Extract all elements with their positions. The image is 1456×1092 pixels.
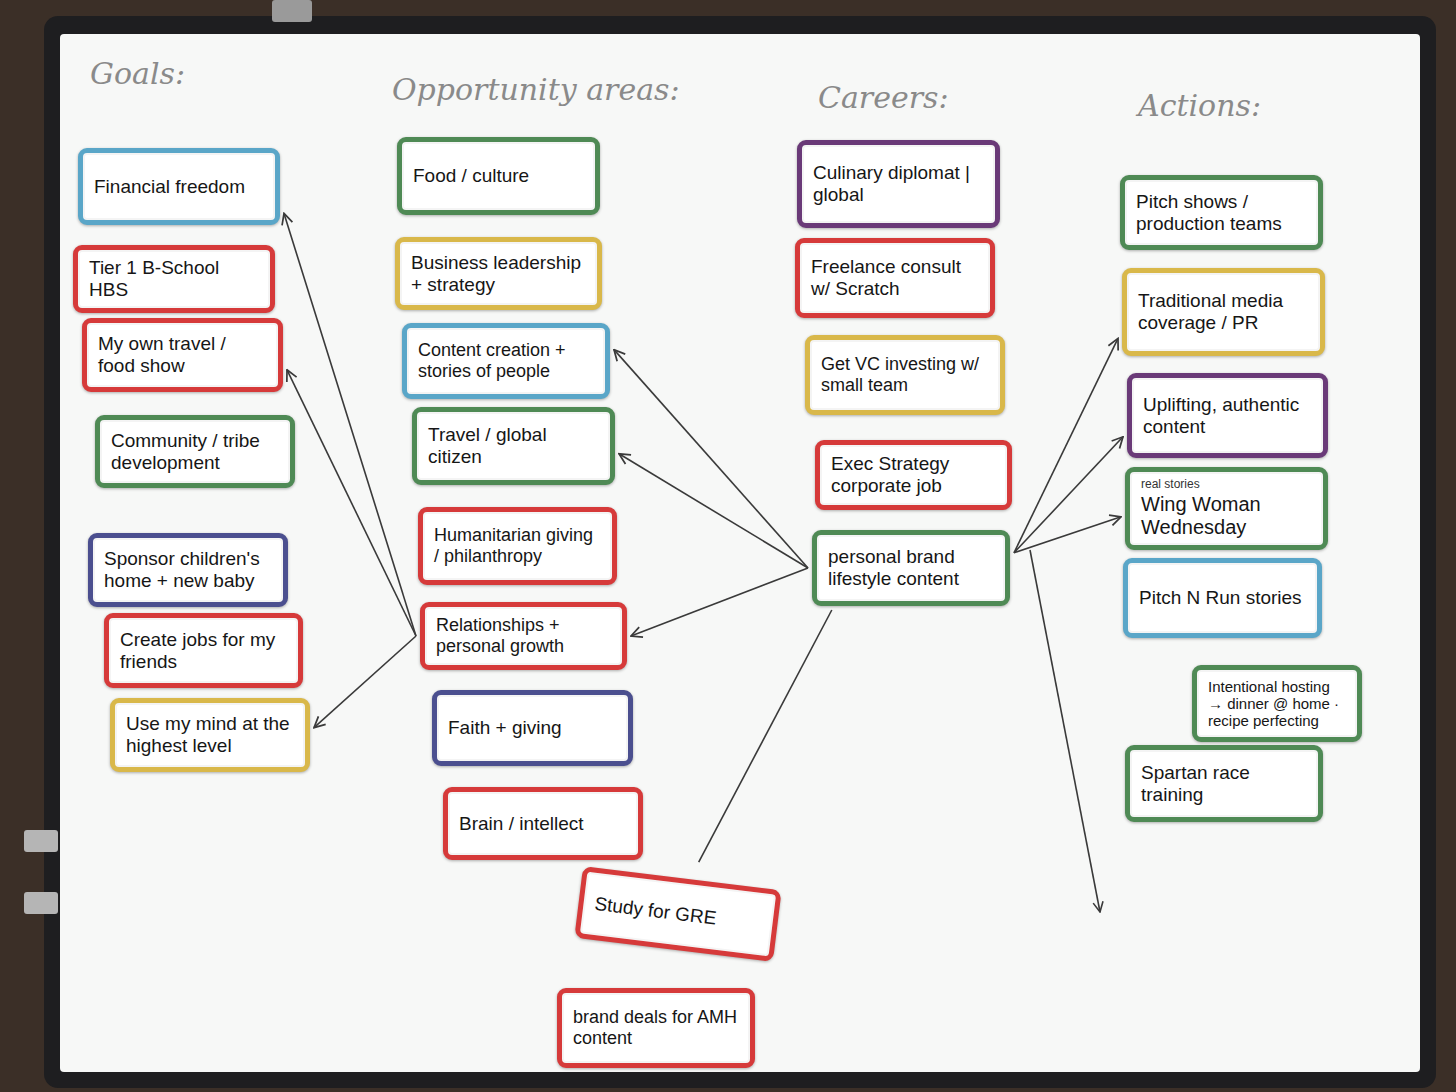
marker-arrow	[1014, 338, 1118, 552]
label-text: Uplifting, authentic content	[1143, 394, 1312, 438]
magnet-label: Faith + giving	[432, 690, 633, 766]
magnet-label: Brain / intellect	[443, 787, 643, 860]
magnet-label: brand deals for AMH content	[557, 988, 755, 1068]
magnet-label: Sponsor children's home + new baby	[88, 533, 288, 607]
magnet-label: Community / tribe development	[95, 415, 295, 488]
magnet-label: My own travel / food show	[82, 318, 283, 392]
label-text: brand deals for AMH content	[573, 1007, 739, 1048]
label-text: Financial freedom	[94, 176, 264, 198]
label-text: Freelance consult w/ Scratch	[811, 256, 979, 300]
label-text: Community / tribe development	[111, 430, 279, 474]
label-text: personal brand lifestyle content	[828, 546, 994, 590]
label-text: Tier 1 B-School HBS	[89, 257, 259, 301]
label-text: Content creation + stories of people	[418, 340, 594, 381]
label-text: Faith + giving	[448, 717, 617, 739]
label-text: My own travel / food show	[98, 333, 267, 377]
magnet-label: Use my mind at the highest level	[110, 698, 310, 772]
label-text: Exec Strategy corporate job	[831, 453, 996, 497]
magnet-label: Travel / global citizen	[412, 407, 615, 485]
magnet-label: Financial freedom	[78, 148, 280, 225]
magnet-label: Intentional hosting → dinner @ home · re…	[1192, 665, 1362, 742]
magnet-label: Tier 1 B-School HBS	[73, 245, 275, 313]
label-text: Business leadership + strategy	[411, 252, 586, 296]
binder-clip	[24, 892, 58, 914]
label-text: Pitch shows / production teams	[1136, 191, 1307, 235]
marker-arrow	[314, 636, 416, 728]
label-text: Brain / intellect	[459, 813, 627, 835]
magnet-label: Relationships + personal growth	[420, 602, 627, 670]
marker-arrow	[619, 454, 808, 568]
column-heading: Actions:	[1138, 88, 1261, 123]
label-text: Study for GRE	[593, 893, 762, 935]
magnet-label: Study for GRE	[574, 866, 781, 962]
marker-arrow	[1014, 517, 1121, 553]
label-text: Pitch N Run stories	[1139, 587, 1306, 609]
board-frame	[44, 16, 1436, 1088]
magnet-label: Spartan race training	[1125, 745, 1323, 822]
label-text: Create jobs for my friends	[120, 629, 287, 673]
label-text: Use my mind at the highest level	[126, 713, 294, 757]
magnet-label: Get VC investing w/ small team	[805, 335, 1005, 415]
label-text: Food / culture	[413, 165, 584, 187]
label-text: Intentional hosting → dinner @ home · re…	[1208, 678, 1346, 730]
magnet-label: Traditional media coverage / PR	[1122, 268, 1325, 356]
magnet-label: Business leadership + strategy	[395, 237, 602, 310]
binder-clip	[24, 830, 58, 852]
marker-arrow	[1014, 437, 1123, 553]
binder-clip	[272, 0, 312, 22]
column-heading: Opportunity areas:	[392, 72, 680, 107]
magnet-label: Uplifting, authentic content	[1127, 373, 1328, 458]
marker-arrow	[287, 370, 416, 636]
magnet-label: Content creation + stories of people	[402, 323, 610, 399]
label-text: Relationships + personal growth	[436, 615, 611, 656]
label-text: Culinary diplomat | global	[813, 162, 984, 206]
magnet-label: Create jobs for my friends	[104, 613, 303, 688]
label-text: Sponsor children's home + new baby	[104, 548, 272, 592]
column-heading: Goals:	[90, 56, 185, 91]
marker-arrow	[699, 610, 832, 862]
label-text: Humanitarian giving / philanthropy	[434, 525, 601, 566]
board-surface	[60, 34, 1420, 1072]
magnet-label: Culinary diplomat | global	[797, 140, 1000, 228]
magnet-label: Pitch shows / production teams	[1120, 175, 1323, 250]
marker-arrow	[631, 568, 808, 636]
magnet-label: real storiesWing Woman Wednesday	[1125, 467, 1328, 550]
label-text: real stories	[1141, 478, 1312, 492]
label-text: Get VC investing w/ small team	[821, 354, 989, 395]
marker-arrow	[614, 350, 808, 568]
label-text: Travel / global citizen	[428, 424, 599, 468]
magnet-label: Pitch N Run stories	[1123, 558, 1322, 638]
label-text: Spartan race training	[1141, 762, 1307, 806]
label-text: Wing Woman Wednesday	[1141, 493, 1312, 539]
magnet-label: Humanitarian giving / philanthropy	[418, 507, 617, 585]
label-text: Traditional media coverage / PR	[1138, 290, 1309, 334]
magnet-label: Freelance consult w/ Scratch	[795, 238, 995, 318]
magnet-label: Food / culture	[397, 137, 600, 215]
magnet-label: Exec Strategy corporate job	[815, 440, 1012, 510]
column-heading: Careers:	[818, 80, 949, 115]
loose-arrow	[1030, 550, 1100, 912]
magnet-label: personal brand lifestyle content	[812, 530, 1010, 606]
